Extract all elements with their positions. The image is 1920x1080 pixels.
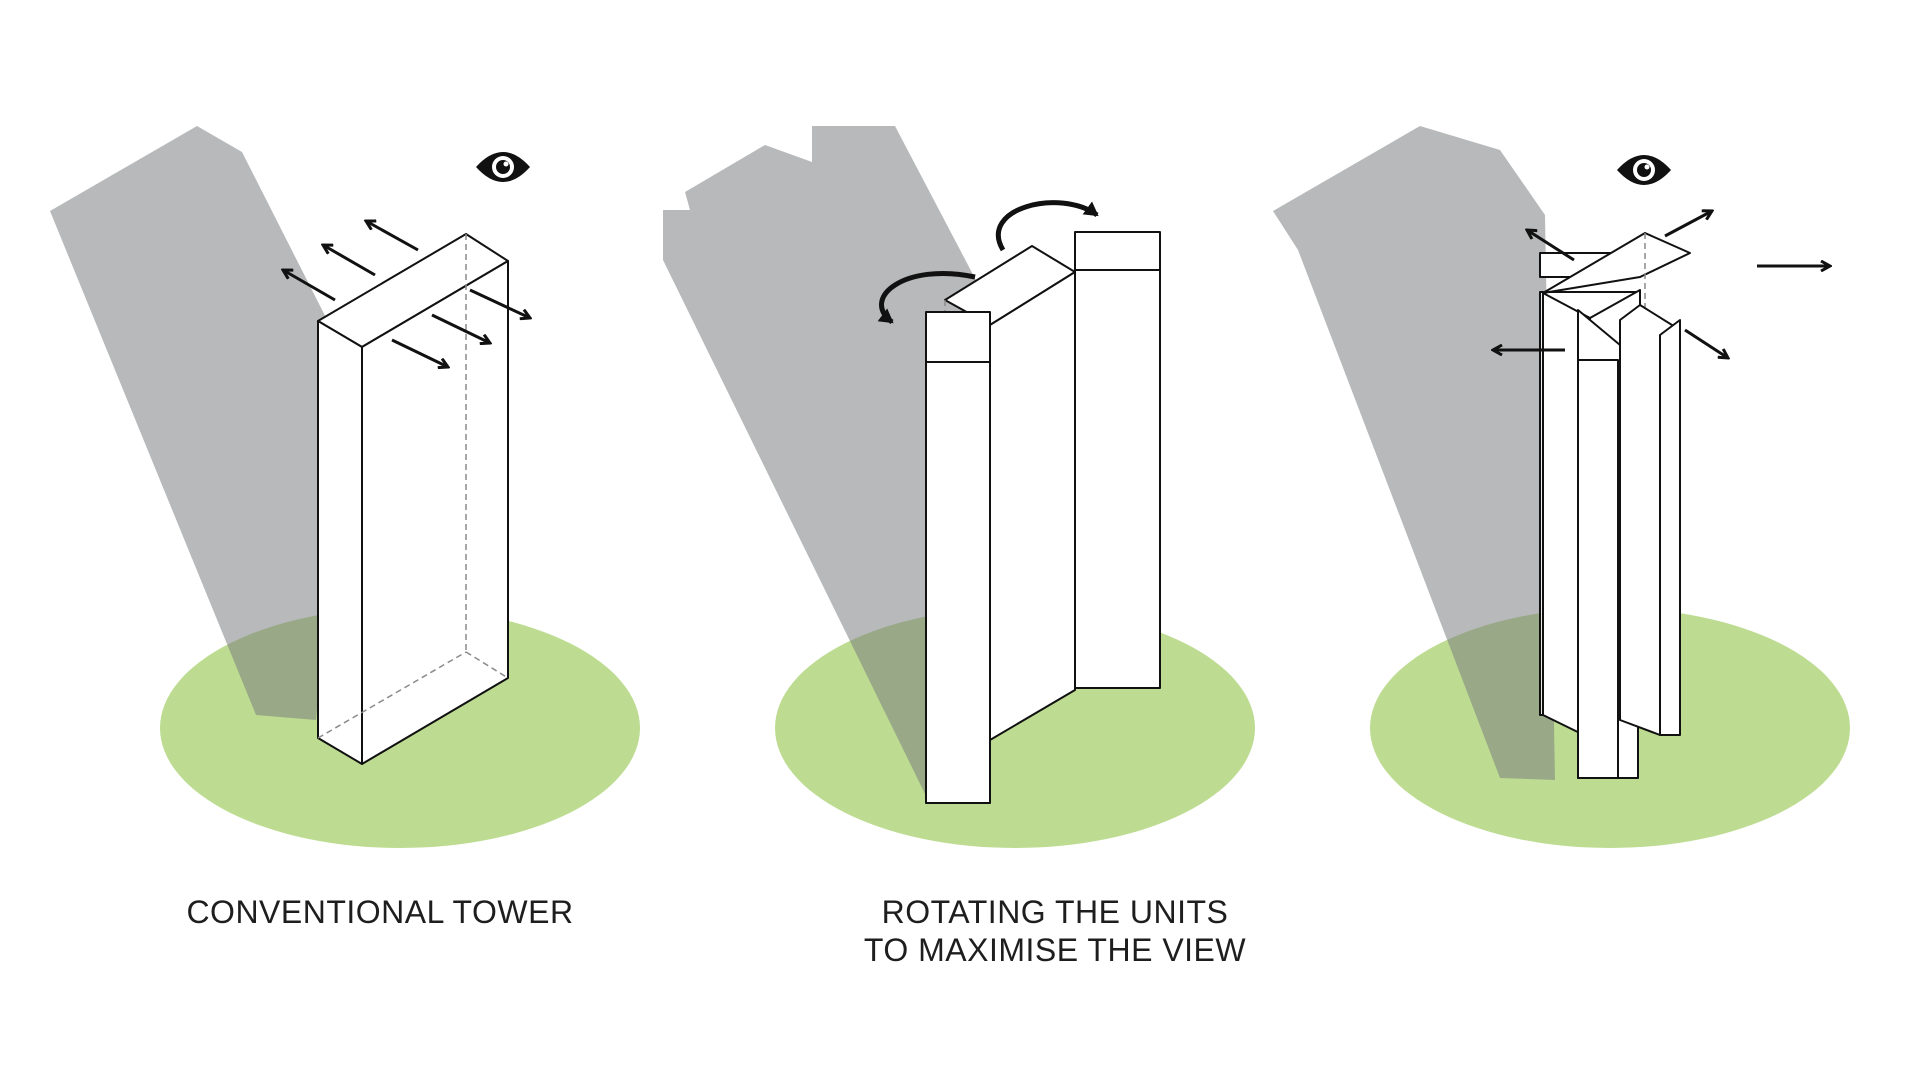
rotating-tower-block [925,231,1161,804]
arrow-icon [366,221,419,252]
view-arrows [283,221,530,367]
caption-conventional-tower: CONVENTIONAL TOWER [186,894,574,930]
arrow-icon [283,270,336,302]
arrow-icon [391,338,448,367]
arrow-icon [1684,328,1728,358]
shadow-silhouette [1273,126,1555,780]
arrow-icon [323,245,376,277]
eye-icon [1617,155,1671,185]
rotation-arrows [877,200,1099,324]
arrow-icon [1527,230,1575,262]
arrow-icon [1664,211,1712,238]
panel-split-tower [1273,126,1850,848]
curved-arrow-icon [877,271,976,324]
panel-rotating-units [663,126,1255,848]
caption-rotating-units: ROTATING THE UNITS TO MAXIMISE THE VIEW [863,894,1247,968]
curved-arrow-icon [995,200,1099,252]
split-arrows [1493,211,1830,358]
split-tower-block [1539,232,1691,779]
eye-icon [476,152,530,182]
arrow-icon [431,313,490,343]
shadow-silhouette [663,126,1010,800]
shadow-silhouette [50,126,350,720]
panel-conventional-tower [50,126,640,848]
arrow-icon [469,288,530,318]
conventional-tower-block [317,233,509,765]
